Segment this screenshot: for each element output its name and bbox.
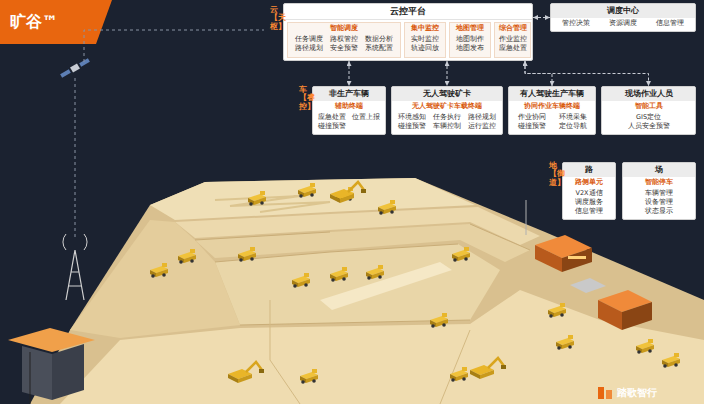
function-item: 路径规划 xyxy=(291,44,326,53)
logo-badge xyxy=(0,0,112,44)
box-heading: 调度中心 xyxy=(551,4,695,18)
item-grid: V2X通信调度服务信息管理 xyxy=(563,188,615,219)
brand-name: 踏歌智行 xyxy=(617,386,657,400)
box-heading: 路 xyxy=(563,163,615,177)
function-item: 管控决策 xyxy=(553,19,600,28)
module-box: 路路侧单元V2X通信调度服务信息管理 xyxy=(562,162,616,220)
function-item: 地图制作 xyxy=(453,35,487,44)
group-heading: 综合管理 xyxy=(496,24,529,33)
function-item: 系统配置 xyxy=(362,44,397,53)
panel-title: 云控平台 xyxy=(284,4,532,20)
item-grid: 环境感知任务执行路径规划碰撞预警车辆控制运行监控 xyxy=(392,112,502,134)
function-item: 作业协同 xyxy=(511,113,552,122)
module-box: 有人驾驶生产车辆协同作业车辆终端作业协同环境采集碰撞预警定位导航 xyxy=(508,86,596,135)
function-item: 定位导航 xyxy=(552,122,593,131)
terminal-name: 无人驾驶矿卡车载终端 xyxy=(392,101,502,112)
box-heading: 场 xyxy=(623,163,695,177)
function-group: 综合管理作业监控应急处置 xyxy=(494,22,531,58)
item-grid: 作业监控应急处置 xyxy=(496,34,529,56)
function-item: 调度服务 xyxy=(565,198,613,207)
layer-label: 云【天枢】 xyxy=(270,6,278,31)
module-box: 现场作业人员智能工具GIS定位人员安全预警 xyxy=(601,86,696,135)
function-item: 运行监控 xyxy=(465,122,500,131)
function-item: 设备管理 xyxy=(625,198,693,207)
terminal-name: 智能停车 xyxy=(623,177,695,188)
function-item: 车辆控制 xyxy=(429,122,464,131)
satellite-icon xyxy=(60,57,91,78)
function-item: 轨迹回放 xyxy=(408,44,442,53)
box-heading: 现场作业人员 xyxy=(602,87,695,101)
function-item: 作业监控 xyxy=(498,35,527,44)
function-item: 车辆管理 xyxy=(625,189,693,198)
function-item: 信息管理 xyxy=(565,207,613,216)
function-item: V2X通信 xyxy=(565,189,613,198)
module-box: 无人驾驶矿卡无人驾驶矿卡车载终端环境感知任务执行路径规划碰撞预警车辆控制运行监控 xyxy=(391,86,503,135)
platform-panel: 云控平台智能调度任务调度路权管控数据分析路径规划安全预警系统配置集中监控实时监控… xyxy=(283,3,533,61)
data-link xyxy=(533,17,550,18)
function-group: 智能调度任务调度路权管控数据分析路径规划安全预警系统配置 xyxy=(287,22,401,58)
control-building xyxy=(8,328,95,404)
box-heading: 无人驾驶矿卡 xyxy=(392,87,502,101)
signal-link xyxy=(84,30,264,62)
terminal-name: 智能工具 xyxy=(602,101,695,112)
item-grid: 应急处置位置上报碰撞预警 xyxy=(313,112,385,134)
item-grid: 地图制作地图发布 xyxy=(451,34,489,56)
function-item: 位置上报 xyxy=(349,113,383,122)
module-box: 非生产车辆辅助终端应急处置位置上报碰撞预警 xyxy=(312,86,386,135)
function-item: 任务执行 xyxy=(429,113,464,122)
function-item: 路径规划 xyxy=(465,113,500,122)
item-grid: 任务调度路权管控数据分析路径规划安全预警系统配置 xyxy=(289,34,399,56)
function-item: 环境采集 xyxy=(552,113,593,122)
layer-label: 地【御道】 xyxy=(549,162,557,187)
box-heading: 非生产车辆 xyxy=(313,87,385,101)
data-link xyxy=(349,61,350,86)
function-item: 安全预警 xyxy=(326,44,361,53)
function-group: 地图管理地图制作地图发布 xyxy=(449,22,491,58)
group-heading: 集中监控 xyxy=(406,24,444,33)
group-heading: 地图管理 xyxy=(451,24,489,33)
group-heading: 智能调度 xyxy=(289,24,399,33)
module-box: 调度中心管控决策资源调度信息管理 xyxy=(550,3,696,32)
function-item: 信息管理 xyxy=(646,19,693,28)
function-item: 碰撞预警 xyxy=(511,122,552,131)
radio-tower xyxy=(63,234,87,300)
item-grid: GIS定位人员安全预警 xyxy=(602,112,695,134)
function-item: 数据分析 xyxy=(362,35,397,44)
function-item: 路权管控 xyxy=(326,35,361,44)
function-item: GIS定位 xyxy=(604,113,693,122)
mining-trucks xyxy=(150,182,680,384)
function-item: 碰撞预警 xyxy=(394,122,429,131)
mine-terrain xyxy=(30,178,704,404)
function-item: 资源调度 xyxy=(600,19,647,28)
function-item: 环境感知 xyxy=(394,113,429,122)
function-item: 地图发布 xyxy=(453,44,487,53)
terminal-name: 路侧单元 xyxy=(563,177,615,188)
data-link xyxy=(447,61,448,86)
item-grid: 管控决策资源调度信息管理 xyxy=(551,18,695,31)
function-group: 集中监控实时监控轨迹回放 xyxy=(404,22,446,58)
item-grid: 车辆管理设备管理状态显示 xyxy=(623,188,695,219)
function-item: 应急处置 xyxy=(498,44,527,53)
box-heading: 有人驾驶生产车辆 xyxy=(509,87,595,101)
terminal-name: 协同作业车辆终端 xyxy=(509,101,595,112)
layer-label: 车【睿控】 xyxy=(299,86,307,111)
function-item: 人员安全预警 xyxy=(604,122,693,131)
item-grid: 实时监控轨迹回放 xyxy=(406,34,444,56)
function-item: 应急处置 xyxy=(315,113,349,122)
data-link xyxy=(525,61,649,86)
function-item: 状态显示 xyxy=(625,207,693,216)
module-box: 场智能停车车辆管理设备管理状态显示 xyxy=(622,162,696,220)
function-item: 实时监控 xyxy=(408,35,442,44)
item-grid: 作业协同环境采集碰撞预警定位导航 xyxy=(509,112,595,134)
brand-logo: 旷谷™ xyxy=(10,12,58,33)
brand-icon xyxy=(598,387,612,399)
signal-link xyxy=(75,78,76,238)
function-item: 任务调度 xyxy=(291,35,326,44)
function-item: 碰撞预警 xyxy=(315,122,349,131)
terminal-name: 辅助终端 xyxy=(313,101,385,112)
